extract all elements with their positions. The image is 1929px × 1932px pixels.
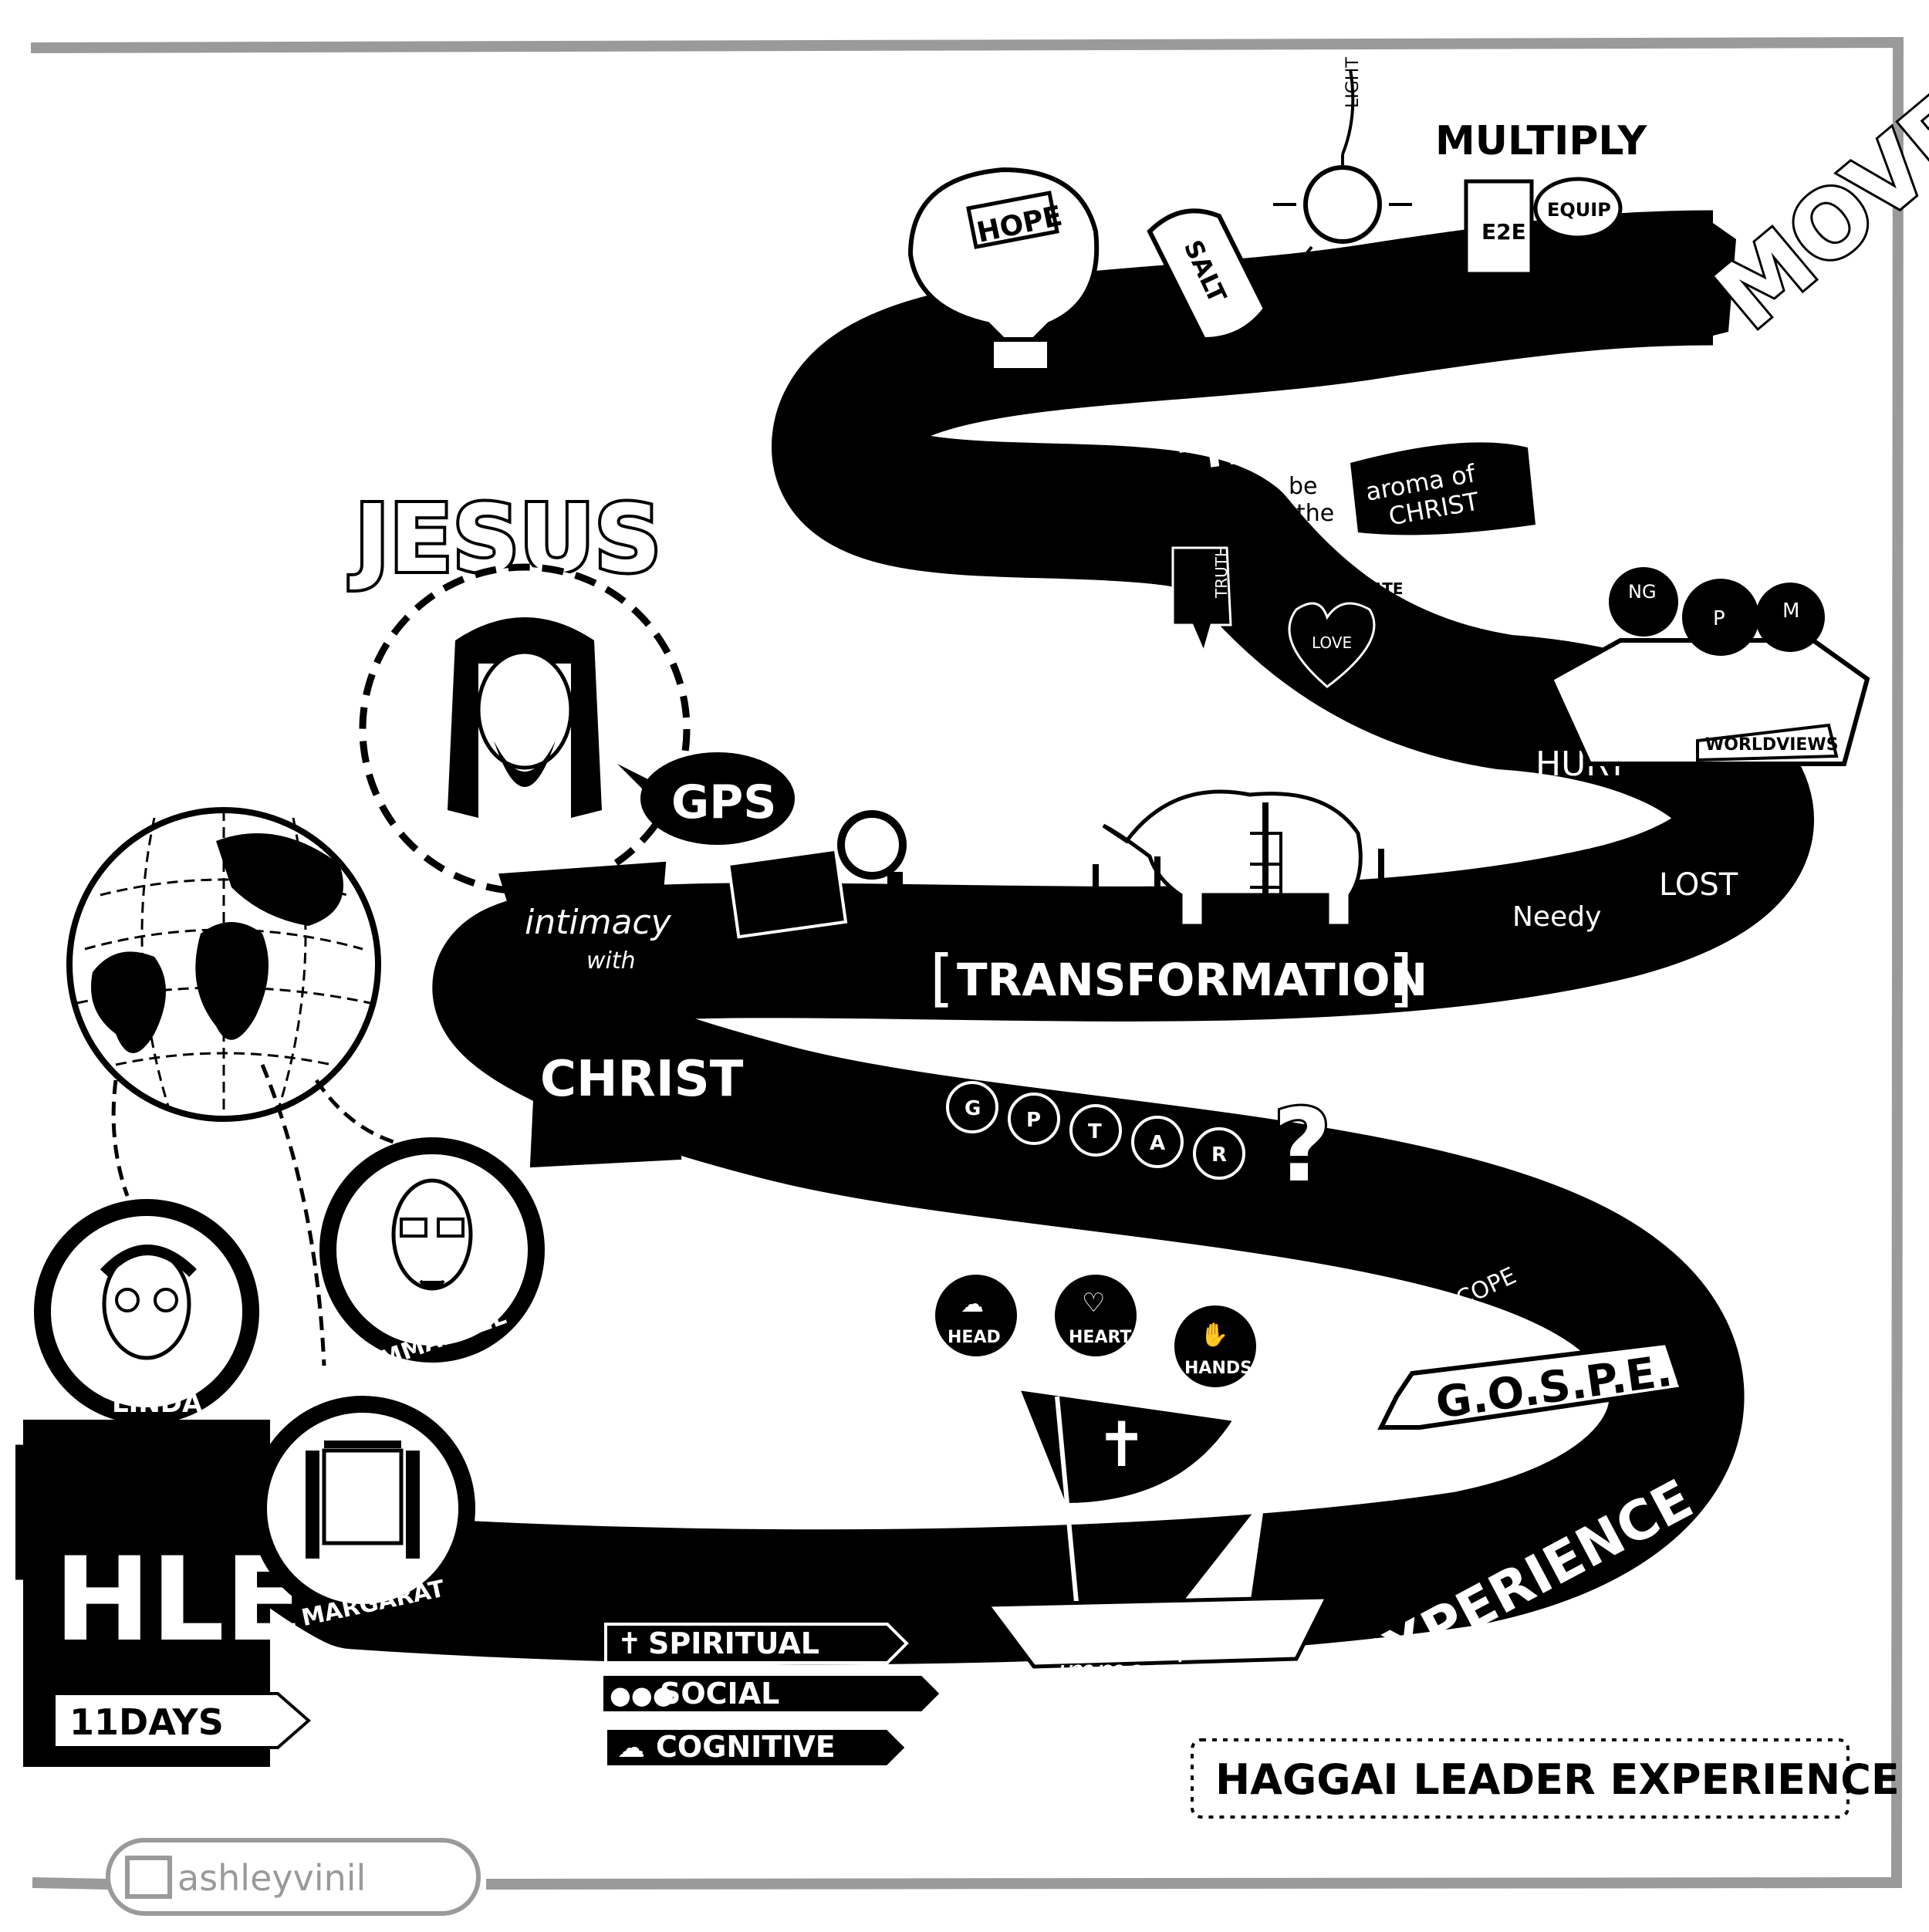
- gptar-t: T: [1088, 1120, 1102, 1143]
- e2e-notebook: [1464, 179, 1534, 276]
- dimension-spiritual: SPIRITUAL: [648, 1626, 819, 1660]
- multiply-label: MULTIPLY: [1435, 118, 1647, 164]
- h-circles: ☁ ♡ ✋: [932, 1272, 1259, 1390]
- gptar-balls: [946, 1081, 1245, 1180]
- svg-text:☁: ☁: [961, 1291, 984, 1318]
- jesus-portrait: [359, 563, 691, 895]
- the-label: the: [1296, 500, 1334, 527]
- e2e-label: E2E: [1481, 219, 1526, 245]
- signature: ashleyvinil: [106, 1838, 481, 1916]
- equip-label: EQUIP: [1547, 199, 1611, 221]
- elephant-icon: [1093, 789, 1384, 928]
- love-label: LOVE: [1312, 633, 1352, 652]
- gptar-g: G: [964, 1097, 981, 1120]
- equip-bubble: [1533, 177, 1623, 240]
- globe-arrow-margarat: [260, 1064, 326, 1366]
- page-title: HAGGAI LEADER EXPERIENCE: [1215, 1755, 1900, 1804]
- margarat-avatar: [250, 1396, 475, 1621]
- salt-shaker-icon: [1147, 208, 1269, 343]
- globe-arrow-linda: [111, 1079, 130, 1197]
- dimension-arrows: [600, 1623, 944, 1768]
- worldviews-box: [1548, 567, 1870, 766]
- globe-arrow-emmanuel: [314, 1079, 394, 1144]
- svg-text:✝: ✝: [1096, 1409, 1147, 1481]
- be-label: be: [1289, 473, 1318, 500]
- brain-icon: ☁: [617, 1732, 645, 1764]
- days-arrow: [52, 1692, 312, 1749]
- winding-road: [15, 210, 1814, 1665]
- hands-label: HANDS: [1184, 1359, 1252, 1378]
- need-lost: LOST: [1659, 867, 1738, 903]
- worldviews-label: WORLDVIEWS: [1705, 735, 1839, 755]
- present-label: PRESENT: [1157, 522, 1237, 540]
- dimension-cognitive: COGNITIVE: [656, 1730, 836, 1764]
- people-icon: ●●●: [610, 1680, 674, 1710]
- truth-bubble: [1171, 546, 1232, 656]
- transformation-bracket-right: ]: [1389, 942, 1413, 1014]
- gptar-p: P: [1026, 1109, 1041, 1132]
- linda-avatar: [34, 1199, 259, 1424]
- hope-banner: [966, 191, 1059, 249]
- light-bulb-icon: [1273, 69, 1412, 268]
- map-sign-icon: [726, 810, 907, 939]
- intimacy-line3: CHRIST: [540, 1051, 744, 1108]
- emmanuel-avatar: [319, 1137, 545, 1363]
- cross-icon: ✝: [617, 1626, 642, 1660]
- immersive-label: immersive: [1057, 1654, 1219, 1690]
- dimension-social: SOCIAL: [660, 1677, 779, 1711]
- gps-bubble: [617, 752, 795, 845]
- aroma-scribble: [1350, 442, 1535, 535]
- transformation-label: TRANSFORMATION: [957, 954, 1427, 1006]
- gospel-banner: [1377, 1339, 1685, 1430]
- ball-ng: NG: [1628, 581, 1657, 603]
- gps-label: GPS: [671, 775, 776, 829]
- question-mark: ?: [1273, 1087, 1331, 1204]
- heart-label: HEART: [1069, 1328, 1131, 1347]
- truth-label: TRUTH: [1212, 545, 1231, 599]
- ball-m: M: [1782, 600, 1799, 623]
- days-label: 11DAYS: [69, 1701, 224, 1743]
- sailboat-icon: ✝: [984, 1387, 1331, 1669]
- intimacy-banner: [498, 861, 682, 1168]
- gptar-r: R: [1211, 1143, 1227, 1167]
- road-end: [1682, 212, 1736, 343]
- globe-icon: [66, 807, 381, 1122]
- love-heart: [1288, 602, 1376, 688]
- title-box: [1191, 1738, 1850, 1819]
- need-broken: BROKEN: [1451, 818, 1593, 857]
- transformation-bracket-left: [: [930, 942, 954, 1014]
- light-label: LIGHT: [1343, 57, 1363, 108]
- need-needy: Needy: [1512, 901, 1601, 933]
- demonstrate-label: DEMONSTRATE: [1273, 579, 1404, 598]
- intimacy-line1: intimacy: [525, 903, 672, 942]
- intimacy-line2: with: [586, 947, 636, 974]
- page-frame: [30, 36, 1904, 1890]
- linda-name: LINDA: [112, 1388, 203, 1419]
- svg-text:♡: ♡: [1082, 1288, 1105, 1319]
- gptar-a: A: [1150, 1132, 1165, 1155]
- ball-p: P: [1713, 607, 1725, 630]
- head-label: HEAD: [948, 1328, 1001, 1347]
- svg-text:✋: ✋: [1200, 1321, 1228, 1349]
- signature-text: ashleyvinil: [177, 1857, 366, 1899]
